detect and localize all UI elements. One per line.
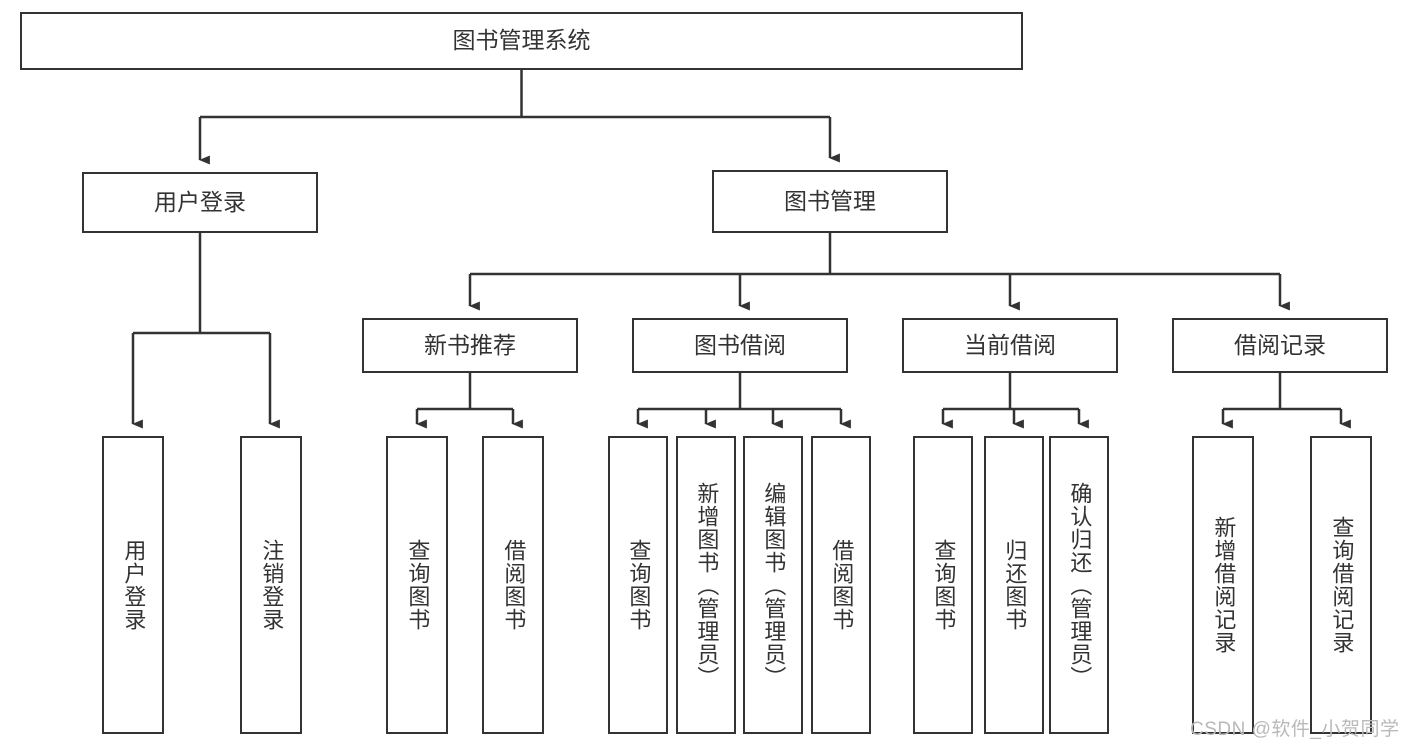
node-label: 查询图书	[405, 539, 431, 631]
node-label: 借阅图书	[501, 539, 527, 631]
node-label: 归还图书	[1002, 539, 1028, 631]
leaf-node-0[interactable]: 用户登录	[102, 436, 164, 734]
node-label: 查询图书	[626, 539, 652, 631]
leaf-node-7[interactable]: 借阅图书	[811, 436, 871, 734]
node-label: 确认归还（管理员）	[1067, 481, 1093, 689]
node-label: 图书管理系统	[452, 27, 591, 54]
node-label: 查询借阅记录	[1329, 516, 1355, 654]
node-label: 新增图书（管理员）	[694, 481, 720, 689]
node-label: 查询图书	[931, 539, 957, 631]
node-label: 新增借阅记录	[1211, 516, 1237, 654]
leaf-node-12[interactable]: 查询借阅记录	[1310, 436, 1372, 734]
node-label: 注销登录	[259, 539, 285, 631]
leaf-node-10[interactable]: 确认归还（管理员）	[1049, 436, 1109, 734]
leaf-node-1[interactable]: 注销登录	[240, 436, 302, 734]
node-label: 当前借阅	[964, 331, 1056, 358]
node-label: 图书借阅	[694, 331, 786, 358]
node-label: 图书管理	[784, 187, 876, 214]
level3-node-3[interactable]: 借阅记录	[1172, 318, 1388, 373]
node-label: 编辑图书（管理员）	[761, 481, 787, 689]
leaf-node-11[interactable]: 新增借阅记录	[1192, 436, 1254, 734]
node-label: 用户登录	[154, 188, 246, 215]
leaf-node-8[interactable]: 查询图书	[913, 436, 973, 734]
leaf-node-2[interactable]: 查询图书	[386, 436, 448, 734]
node-label: 用户登录	[121, 539, 147, 631]
level3-node-1[interactable]: 图书借阅	[632, 318, 848, 373]
level3-node-2[interactable]: 当前借阅	[902, 318, 1118, 373]
leaf-node-3[interactable]: 借阅图书	[482, 436, 544, 734]
leaf-node-4[interactable]: 查询图书	[608, 436, 668, 734]
leaf-node-6[interactable]: 编辑图书（管理员）	[743, 436, 803, 734]
root-node[interactable]: 图书管理系统	[20, 12, 1023, 70]
node-label: 新书推荐	[424, 331, 516, 358]
leaf-node-9[interactable]: 归还图书	[984, 436, 1044, 734]
node-label: 借阅记录	[1234, 331, 1326, 358]
csdn-watermark: CSDN @软件_小贺同学	[1190, 719, 1400, 740]
level2-node-1[interactable]: 图书管理	[712, 170, 948, 233]
level3-node-0[interactable]: 新书推荐	[362, 318, 578, 373]
leaf-node-5[interactable]: 新增图书（管理员）	[676, 436, 736, 734]
node-label: 借阅图书	[829, 539, 855, 631]
level2-node-0[interactable]: 用户登录	[82, 172, 318, 233]
